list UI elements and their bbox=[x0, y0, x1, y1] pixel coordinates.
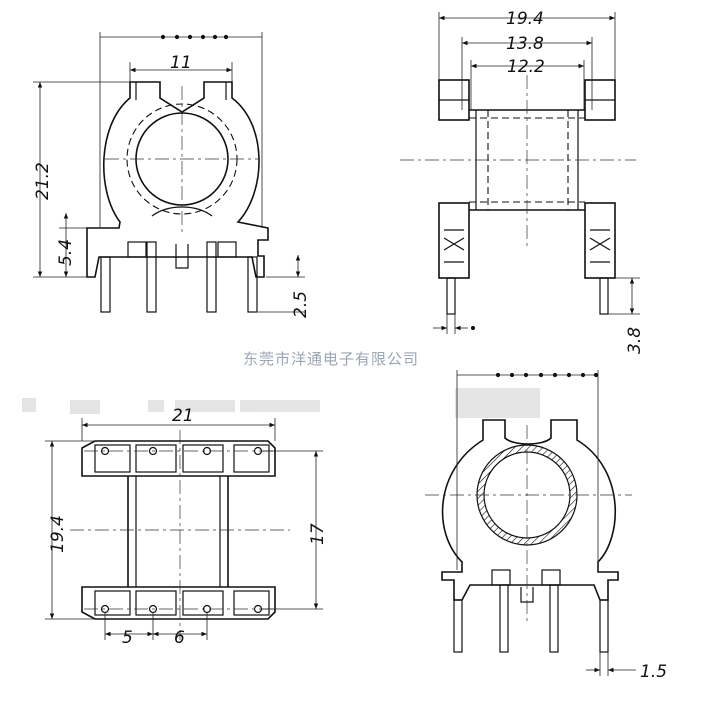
dim-bottom-inner: 17 bbox=[308, 523, 328, 545]
front-pins bbox=[100, 241, 258, 313]
faded-watermark-marks bbox=[22, 388, 540, 418]
company-watermark: 东莞市洋通电子有限公司 bbox=[243, 350, 419, 368]
dim-bottom-height: 19.4 bbox=[48, 515, 68, 553]
dim-bottom-pitch-a: 5 bbox=[122, 628, 133, 648]
dim-side-core: 12.2 bbox=[507, 57, 545, 77]
front-top-dots bbox=[160, 34, 229, 40]
dim-side-inner: 13.8 bbox=[506, 34, 544, 54]
back-view: 1.5 bbox=[425, 370, 667, 682]
dim-front-pin-length: 2.5 bbox=[291, 291, 311, 318]
dim-back-pin-width: 1.5 bbox=[640, 662, 667, 682]
dim-front-height: 21.2 bbox=[33, 162, 53, 200]
dim-side-pin-length: 3.8 bbox=[625, 327, 645, 354]
dim-front-pin-height: 5.4 bbox=[56, 239, 76, 266]
back-pins bbox=[453, 569, 609, 653]
side-view: 19.4 13.8 12.2 3.8 bbox=[400, 9, 645, 354]
dim-side-overall: 19.4 bbox=[506, 9, 544, 29]
back-top-dots bbox=[495, 372, 599, 378]
dim-bottom-pitch-b: 6 bbox=[174, 628, 185, 648]
dim-bottom-width: 21 bbox=[172, 406, 194, 426]
side-pin-dot bbox=[470, 325, 476, 331]
dim-front-width: 11 bbox=[170, 53, 192, 73]
bottom-view: 21 19.4 17 5 6 bbox=[45, 406, 328, 648]
front-view: 11 21.2 5.4 2.5 bbox=[33, 32, 311, 318]
